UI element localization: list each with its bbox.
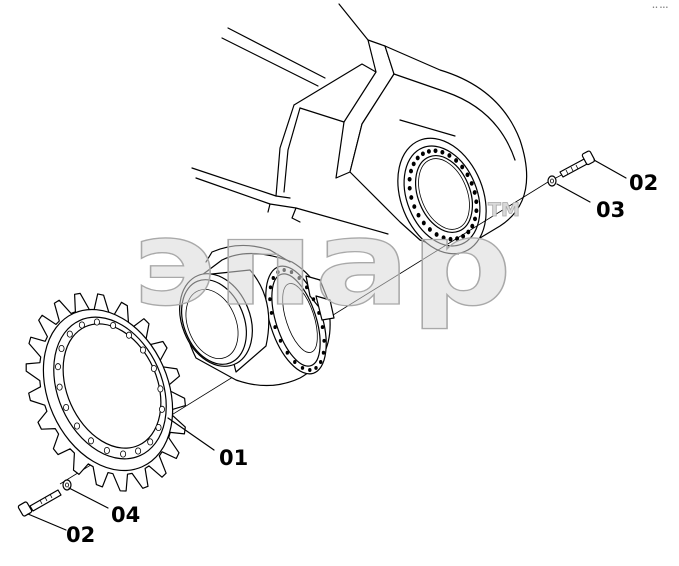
- bolt-hole: [147, 438, 154, 446]
- bolt-lower: [17, 489, 62, 517]
- watermark: эпар TM: [131, 193, 520, 332]
- callout-03: 03: [596, 198, 625, 222]
- bolt-hole: [63, 403, 70, 412]
- bolt-hole: [416, 212, 421, 218]
- bolt-hole: [58, 344, 65, 353]
- bolt-hole: [289, 270, 294, 275]
- bolt-hole: [269, 310, 274, 315]
- bolt-hole: [472, 216, 477, 222]
- bolt-hole: [433, 148, 438, 154]
- washer-upper: [547, 175, 557, 187]
- bolt-hole: [427, 227, 432, 232]
- bolt-hole: [110, 321, 117, 330]
- bolt-hole: [276, 270, 280, 275]
- bolt-hole: [293, 360, 297, 364]
- bolt-hole: [273, 325, 277, 330]
- bolt-hole: [135, 447, 142, 455]
- bolt-hole: [66, 330, 73, 338]
- bolt-hole: [300, 365, 305, 370]
- bolt-hole: [120, 450, 127, 458]
- callout-02-upper: 02: [629, 171, 658, 195]
- bolt-hole: [474, 199, 479, 205]
- bolt-hole: [472, 190, 477, 195]
- bolt-hole: [460, 164, 465, 170]
- bolt-hole: [139, 346, 146, 354]
- svg-text:TM: TM: [488, 199, 520, 221]
- bolt-hole: [308, 368, 312, 372]
- bolt-upper: [559, 150, 596, 178]
- bolt-hole: [440, 149, 445, 155]
- bolt-hole: [415, 155, 420, 161]
- bolt-hole: [454, 158, 459, 163]
- bolt-hole: [150, 364, 157, 373]
- bolt-hole: [311, 297, 316, 302]
- bolt-hole: [282, 268, 286, 272]
- bolt-hole: [434, 232, 439, 237]
- final-drive-motor: [179, 244, 335, 387]
- bolt-hole: [441, 235, 446, 241]
- bolt-hole: [56, 383, 63, 391]
- bolt-hole: [268, 297, 272, 302]
- bolt-hole: [271, 276, 275, 280]
- bolt-hole: [321, 350, 326, 355]
- sprocket: [25, 292, 186, 492]
- bolt-hole: [314, 365, 318, 370]
- bolt-hole: [469, 181, 474, 186]
- bolt-hole: [447, 153, 452, 158]
- bolt-hole: [407, 185, 412, 191]
- bolt-hole: [448, 236, 453, 242]
- bolt-hole: [278, 338, 283, 343]
- bolt-hole: [93, 318, 100, 326]
- bolt-hole: [285, 350, 289, 355]
- bolt-hole: [126, 331, 133, 339]
- callout-02-lower: 02: [66, 523, 95, 547]
- bolt-hole: [421, 220, 426, 226]
- track-frame: [191, 3, 528, 255]
- bolt-hole: [470, 223, 475, 229]
- bolt-hole: [297, 276, 301, 280]
- bolt-hole: [74, 422, 81, 430]
- bolt-hole: [268, 285, 273, 290]
- bolt-hole: [465, 172, 470, 178]
- bolt-hole: [411, 161, 416, 167]
- bolt-hole: [157, 385, 164, 393]
- bolt-hole: [407, 176, 412, 182]
- bolt-hole: [426, 149, 431, 154]
- leader-lines: [27, 159, 627, 531]
- bolt-hole: [412, 204, 417, 209]
- bolt-hole: [420, 151, 425, 157]
- bolt-hole: [158, 405, 165, 413]
- bolt-hole: [409, 195, 414, 200]
- bolt-hole: [408, 168, 413, 174]
- corner-mark: •• •••: [652, 5, 668, 11]
- bolt-hole: [319, 360, 323, 364]
- bolt-hole: [320, 325, 325, 330]
- bolt-hole: [322, 338, 326, 343]
- bolt-hole: [88, 437, 95, 445]
- bolt-hole: [55, 363, 62, 371]
- bolt-hole: [103, 446, 110, 455]
- svg-text:эпар: эпар: [132, 194, 512, 332]
- bolt-hole: [474, 208, 479, 214]
- bolt-hole: [305, 285, 309, 290]
- bolt-hole: [317, 310, 321, 315]
- bolt-hole: [78, 321, 85, 329]
- callout-01: 01: [219, 446, 248, 470]
- bolt-hole: [155, 423, 162, 432]
- callout-04: 04: [111, 503, 140, 527]
